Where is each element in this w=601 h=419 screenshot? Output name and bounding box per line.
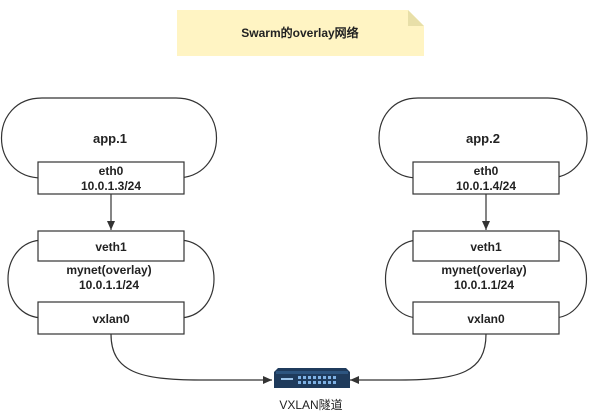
left-network-name: mynet(overlay) bbox=[66, 263, 151, 277]
right-vxlan-label: vxlan0 bbox=[467, 312, 505, 326]
right-eth-name: eth0 bbox=[474, 164, 499, 178]
right-container-label: app.2 bbox=[466, 131, 500, 146]
left-vxlan-label: vxlan0 bbox=[92, 312, 130, 326]
left-host: app.1 eth0 10.0.1.3/24 veth1 mynet(overl… bbox=[0, 97, 218, 335]
tunnel-label: VXLAN隧道 bbox=[279, 397, 342, 412]
right-veth-box bbox=[412, 230, 560, 262]
right-vxlan-to-switch-connector bbox=[350, 333, 487, 384]
note-fold bbox=[408, 10, 424, 26]
left-vxlan-box bbox=[37, 301, 185, 335]
right-veth-label: veth1 bbox=[470, 240, 502, 254]
left-veth-box bbox=[37, 230, 185, 262]
title-note: Swarm的overlay网络 bbox=[177, 10, 424, 56]
left-eth-ip: 10.0.1.3/24 bbox=[81, 179, 141, 193]
note-title: Swarm的overlay网络 bbox=[241, 25, 358, 40]
right-vxlan-box bbox=[412, 301, 560, 335]
left-network-ip: 10.0.1.1/24 bbox=[79, 278, 139, 292]
right-eth-box bbox=[412, 161, 560, 195]
note-shape bbox=[177, 10, 424, 56]
left-eth-name: eth0 bbox=[99, 164, 124, 178]
vxlan-tunnel: VXLAN隧道 bbox=[110, 333, 487, 412]
left-container-label: app.1 bbox=[93, 131, 127, 146]
network-switch-icon bbox=[274, 368, 350, 388]
left-vxlan-to-switch-connector bbox=[110, 333, 272, 384]
left-veth-label: veth1 bbox=[95, 240, 127, 254]
left-eth-box bbox=[37, 161, 185, 195]
right-network-name: mynet(overlay) bbox=[441, 263, 526, 277]
right-network-ip: 10.0.1.1/24 bbox=[454, 278, 514, 292]
right-host: app.2 eth0 10.0.1.4/24 veth1 mynet(overl… bbox=[378, 97, 588, 335]
right-eth-ip: 10.0.1.4/24 bbox=[456, 179, 516, 193]
